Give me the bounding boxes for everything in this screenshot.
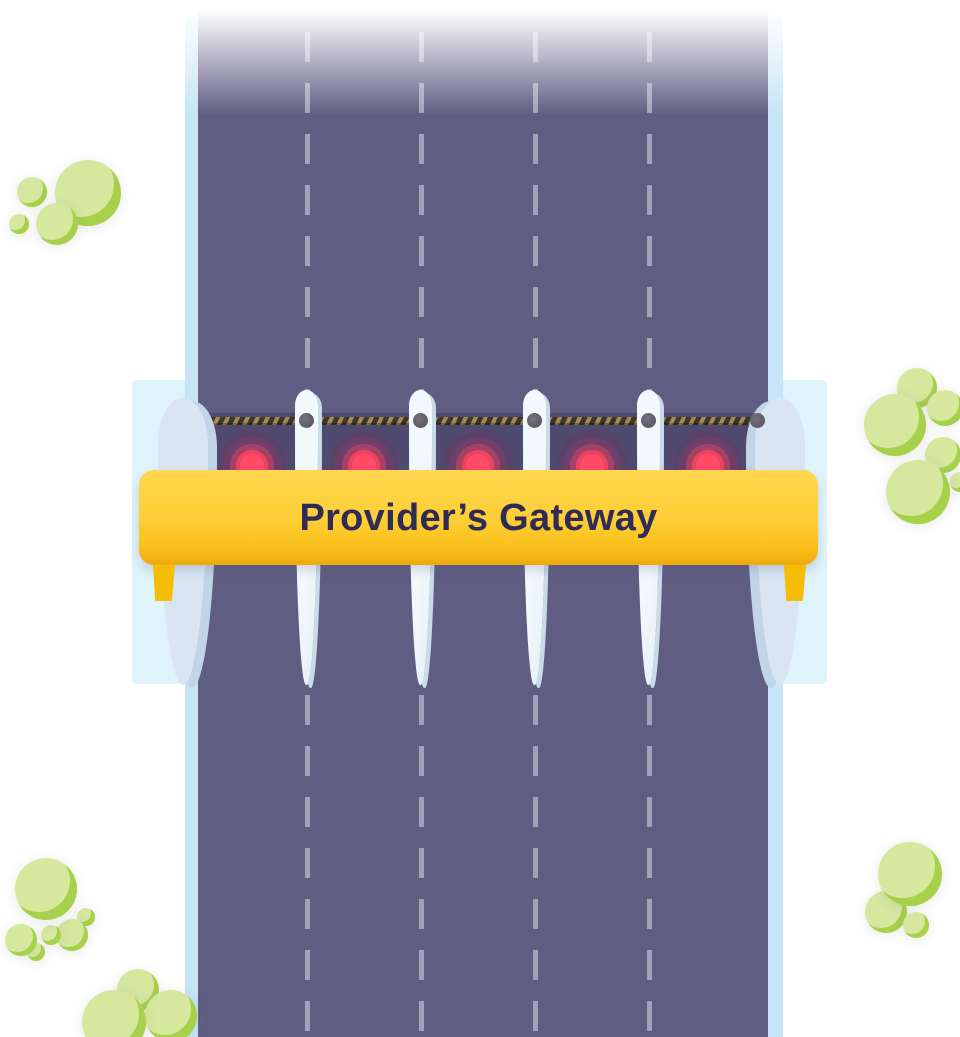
barrier-pole <box>434 417 537 425</box>
barrier-pole <box>320 417 423 425</box>
banner-foot <box>784 565 806 601</box>
bubble-right-upper <box>886 460 950 524</box>
bubble-bottom-left <box>56 919 88 951</box>
bubble-right-upper <box>950 472 960 492</box>
barrier-hinge-knob <box>750 413 765 428</box>
bubble-right-upper <box>864 394 926 456</box>
gateway-banner-label: Provider’s Gateway <box>299 496 658 539</box>
barrier-pole <box>206 417 309 425</box>
bubble-bottom-center <box>82 990 146 1037</box>
bubble-top-left <box>9 214 29 234</box>
bubble-bottom-left <box>5 924 37 956</box>
banner-foot <box>153 565 175 601</box>
barrier-pole <box>662 417 758 425</box>
bubble-right-upper <box>927 390 960 426</box>
gateway-banner: Provider’s Gateway <box>139 470 818 565</box>
bubble-top-left <box>36 203 78 245</box>
bubble-bottom-center <box>145 990 197 1037</box>
barrier-pole <box>548 417 651 425</box>
bubble-bottom-right <box>903 912 929 938</box>
bubble-bottom-left <box>15 858 77 920</box>
bubble-top-left <box>17 177 47 207</box>
bubble-bottom-right <box>878 842 942 906</box>
bubble-bottom-left <box>41 925 61 945</box>
